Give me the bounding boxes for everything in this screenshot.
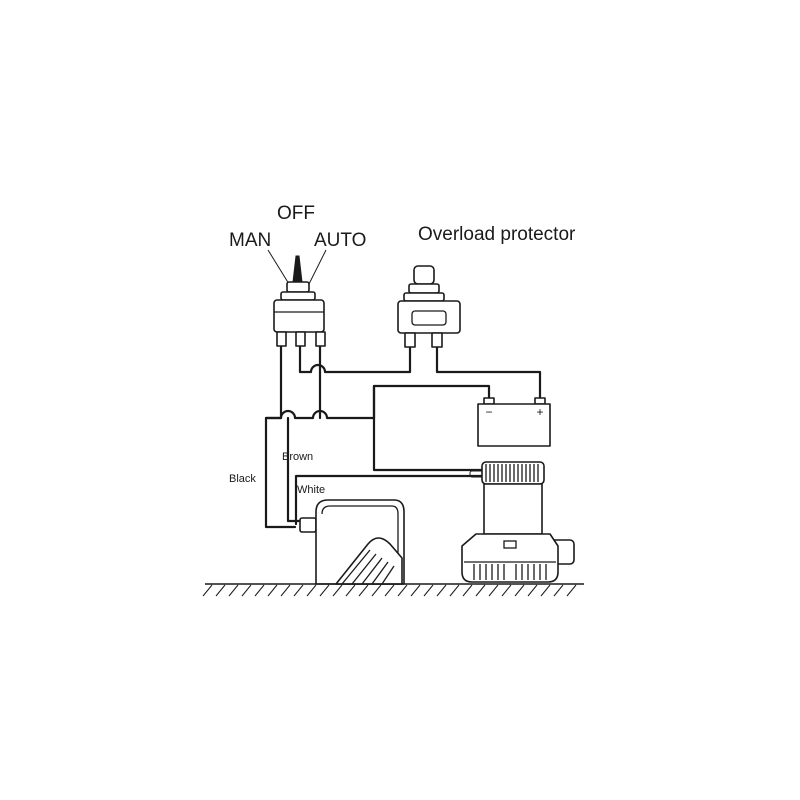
bilge-floor [202, 583, 584, 597]
floor-hatch-line [202, 584, 213, 597]
battery-negative-label: − [485, 405, 492, 419]
floor-hatch-line [241, 584, 252, 597]
floor-hatch-line [267, 584, 278, 597]
floor-hatch-line [397, 584, 408, 597]
floor-hatch-line [488, 584, 499, 597]
breaker-reset-button[interactable] [413, 265, 435, 285]
switch-man-label: MAN [229, 230, 271, 251]
floor-hatch-line [332, 584, 343, 597]
battery-positive-wire [435, 344, 542, 400]
floor-hatch-line [462, 584, 473, 597]
pump-strainer-slots [473, 564, 547, 580]
float-switch-inner-outline [321, 505, 399, 584]
floor-hatch-line [280, 584, 291, 597]
battery-post-positive [534, 397, 546, 405]
floor-hatch-line [527, 584, 538, 597]
floor-hatch-line [306, 584, 317, 597]
pump-motor-body [483, 483, 543, 535]
floor-hatch-line [228, 584, 239, 597]
wire-white-label: White [297, 484, 325, 496]
white-wire [294, 474, 484, 526]
auto-pointer-line [308, 249, 327, 285]
overload-protector[interactable] [397, 265, 461, 348]
brown-wire [298, 344, 412, 374]
toggle-lever-icon [292, 255, 303, 283]
switch-bus-wire [264, 409, 376, 420]
breaker-collar [408, 283, 440, 294]
toggle-terminal-auto [315, 331, 326, 347]
breaker-terminal-left [404, 332, 416, 348]
breaker-nut [403, 292, 445, 302]
floor-hatch-line [540, 584, 551, 597]
float-switch [299, 499, 405, 585]
switch-off-label: OFF [277, 203, 315, 224]
brown-wire-drop [286, 416, 302, 523]
floor-hatch-line [293, 584, 304, 597]
pump-label-plate [503, 540, 517, 549]
battery: − + [477, 397, 551, 447]
breaker-window [411, 310, 447, 326]
battery-post-negative [483, 397, 495, 405]
floor-hatch-line [423, 584, 434, 597]
floor-hatch-line [254, 584, 265, 597]
floor-hatch-line [553, 584, 564, 597]
floor-hatch-line [475, 584, 486, 597]
floor-hatch-line [215, 584, 226, 597]
toggle-terminal-man [276, 331, 287, 347]
floor-hatch-line [449, 584, 460, 597]
bilge-pump [461, 461, 575, 583]
float-switch-plug [299, 517, 317, 533]
man-pointer-line [267, 249, 290, 285]
wiring [264, 344, 542, 529]
switch-auto-label: AUTO [314, 230, 366, 251]
battery-positive-label: + [536, 405, 543, 419]
toggle-switch[interactable] [273, 255, 326, 347]
floor-hatch-line [319, 584, 330, 597]
floor-hatch-line [384, 584, 395, 597]
pump-cap-ribs [485, 464, 539, 482]
floor-hatch-line [514, 584, 525, 597]
floor-hatch-line [345, 584, 356, 597]
battery-body [477, 403, 551, 447]
floor-hatch-line [358, 584, 369, 597]
battery-negative-wire [372, 384, 491, 472]
breaker-body [397, 300, 461, 334]
breaker-terminal-right [431, 332, 443, 348]
floor-hatch-line [371, 584, 382, 597]
pump-cap [481, 461, 545, 485]
wire-black-label: Black [229, 473, 256, 485]
wire-brown-label: Brown [282, 451, 313, 463]
toggle-switch-body [273, 299, 325, 333]
toggle-switch-bushing [286, 281, 310, 293]
float-switch-float [335, 537, 403, 585]
floor-hatch-line [566, 584, 577, 597]
floor-hatch-line [410, 584, 421, 597]
floor-hatch-line [436, 584, 447, 597]
overload-protector-label: Overload protector [418, 224, 576, 245]
toggle-terminal-common [295, 331, 306, 347]
black-wire [264, 344, 297, 529]
toggle-switch-nut [280, 291, 316, 301]
floor-hatch-line [501, 584, 512, 597]
